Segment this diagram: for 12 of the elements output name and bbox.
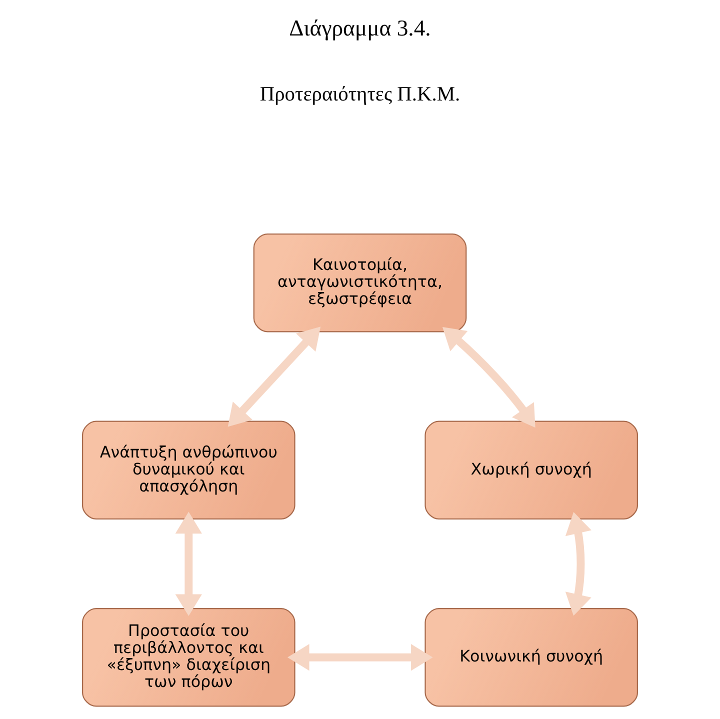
arrow: [442, 326, 536, 428]
arrow: [565, 512, 592, 616]
arrow: [287, 644, 433, 671]
label: Προτεραιότητες Π.Κ.Μ.: [260, 84, 460, 106]
diagram-title: Διάγραμμα 3.4.: [289, 16, 431, 41]
node-box: Κοινωνική συνοχή: [424, 608, 638, 707]
arrow: [175, 512, 202, 616]
arrow: [228, 326, 321, 427]
node-box: Καινοτομία, ανταγωνιστικότητα, εξωστρέφεια: [253, 234, 467, 332]
node-box: Ανάπτυξη ανθρώπινου δυναμικού και απασχόληση: [82, 420, 296, 520]
node-box: Προστασία του περιβάλλοντος και «έξυπνη» διαχείριση των πόρων: [82, 608, 296, 707]
node-box: Χωρική συνοχή: [424, 420, 638, 520]
